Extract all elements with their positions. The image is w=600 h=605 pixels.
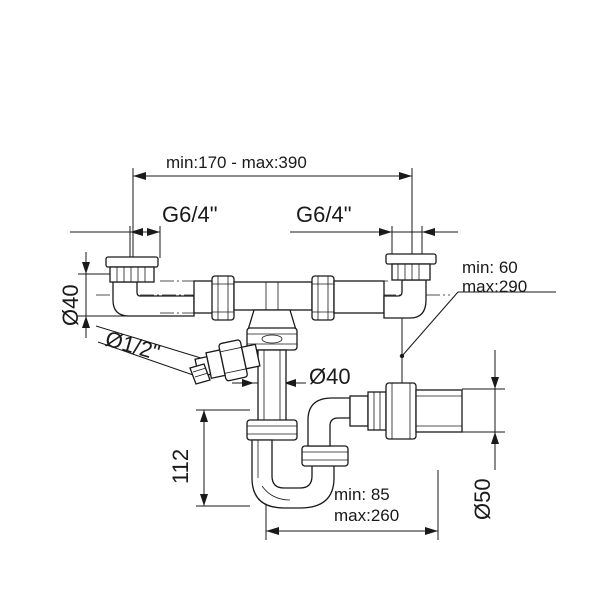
left-tube-section — [193, 280, 215, 314]
right-union-nut — [311, 275, 335, 321]
vertical-tube — [257, 349, 287, 423]
spigot-hose-end — [189, 363, 211, 385]
dim-depth-min-label: min: 85 — [334, 485, 390, 504]
dim-inlet-diameter-label: Ø40 — [58, 284, 83, 326]
dim-thread-left-label: G6/4" — [162, 202, 218, 227]
dim-thread-right-label: G6/4" — [296, 202, 352, 227]
dim-overall-width-label: min:170 - max:390 — [166, 153, 307, 172]
dim-height-max-label: max:290 — [462, 277, 527, 296]
dim-overall-width: min:170 - max:390 — [132, 153, 413, 262]
dim-thread-right: G6/4" — [290, 202, 458, 258]
right-inlet-elbow — [383, 253, 437, 319]
dim-height-min-label: min: 60 — [462, 258, 518, 277]
outlet-elbow — [307, 391, 387, 447]
dim-trap-height: 112 — [168, 409, 250, 507]
dim-waste-diameter-label: Ø50 — [470, 478, 495, 520]
dim-waste-diameter: Ø50 — [462, 350, 505, 520]
trap-side-nut — [301, 445, 349, 467]
dim-thread-left: G6/4" — [70, 202, 218, 258]
trap-upper-nut — [246, 419, 298, 441]
left-inlet-elbow — [105, 256, 195, 317]
dim-spigot-diameter-label: Ø1/2" — [103, 326, 163, 365]
dim-trap-height-label: 112 — [168, 449, 193, 484]
central-tee — [233, 281, 313, 331]
right-tube-section — [333, 280, 385, 314]
dim-outlet-diameter-label: Ø40 — [309, 364, 351, 389]
left-union-nut — [211, 275, 235, 321]
waste-outlet-socket — [385, 382, 463, 440]
dim-height-range: min: 60 max:290 — [398, 258, 556, 416]
dim-depth-max-label: max:260 — [334, 506, 399, 525]
